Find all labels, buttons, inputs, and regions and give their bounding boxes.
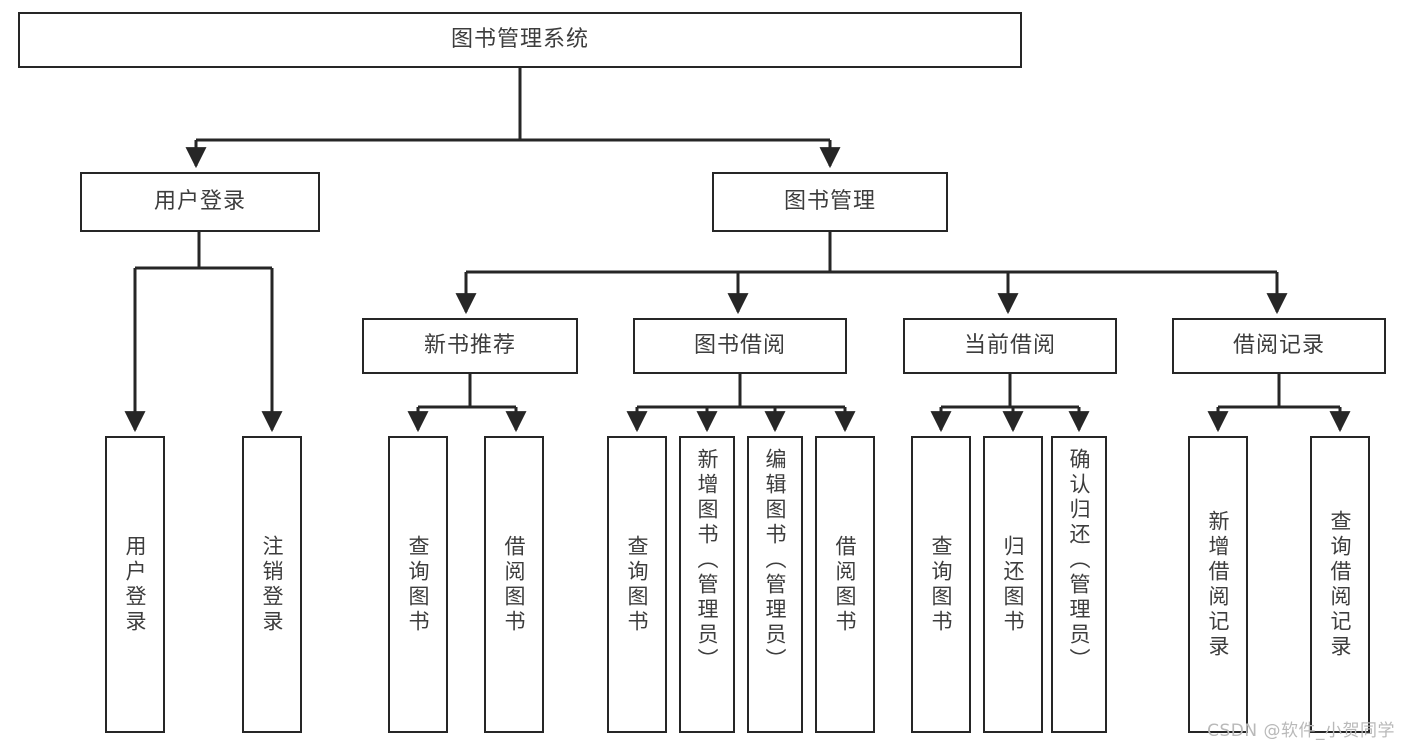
node-root-label: 图书管理系统 [450, 27, 589, 53]
node-leaf-add-book[interactable]: 新增图书（管理员） [679, 436, 735, 733]
node-leaf-confirm-return[interactable]: 确认归还（管理员） [1051, 436, 1107, 733]
node-leaf-user-login[interactable]: 用户登录 [105, 436, 165, 733]
node-current-borrow-label: 当前借阅 [963, 333, 1056, 359]
node-leaf-query-book-3[interactable]: 查询图书 [911, 436, 971, 733]
node-leaf-return-book[interactable]: 归还图书 [983, 436, 1043, 733]
node-book-manage-label: 图书管理 [783, 189, 876, 215]
node-leaf-query-book-1[interactable]: 查询图书 [388, 436, 448, 733]
node-leaf-query-book-1-label: 查询图书 [406, 534, 431, 635]
node-leaf-query-book-2-label: 查询图书 [625, 534, 650, 635]
node-leaf-query-book-2[interactable]: 查询图书 [607, 436, 667, 733]
node-leaf-add-book-label: 新增图书（管理员） [695, 448, 720, 673]
node-leaf-user-login-label: 用户登录 [123, 534, 148, 635]
node-book-borrow[interactable]: 图书借阅 [633, 318, 847, 374]
node-user-login-label: 用户登录 [153, 189, 246, 215]
node-leaf-borrow-book-2[interactable]: 借阅图书 [815, 436, 875, 733]
node-root[interactable]: 图书管理系统 [18, 12, 1022, 68]
node-new-book-rec[interactable]: 新书推荐 [362, 318, 578, 374]
node-leaf-logout[interactable]: 注销登录 [242, 436, 302, 733]
node-user-login[interactable]: 用户登录 [80, 172, 320, 232]
node-leaf-return-book-label: 归还图书 [1001, 534, 1026, 635]
node-borrow-record[interactable]: 借阅记录 [1172, 318, 1386, 374]
node-leaf-confirm-return-label: 确认归还（管理员） [1067, 448, 1092, 673]
node-leaf-borrow-book-2-label: 借阅图书 [833, 534, 858, 635]
node-current-borrow[interactable]: 当前借阅 [903, 318, 1117, 374]
node-leaf-query-record[interactable]: 查询借阅记录 [1310, 436, 1370, 733]
node-leaf-add-record[interactable]: 新增借阅记录 [1188, 436, 1248, 733]
node-leaf-logout-label: 注销登录 [260, 534, 285, 635]
node-leaf-edit-book-label: 编辑图书（管理员） [763, 448, 788, 673]
node-book-borrow-label: 图书借阅 [693, 333, 786, 359]
node-leaf-edit-book[interactable]: 编辑图书（管理员） [747, 436, 803, 733]
watermark-text: CSDN @软件_小贺同学 [1207, 721, 1395, 741]
node-leaf-query-book-3-label: 查询图书 [929, 534, 954, 635]
node-borrow-record-label: 借阅记录 [1232, 333, 1325, 359]
node-new-book-rec-label: 新书推荐 [423, 333, 516, 359]
node-book-manage[interactable]: 图书管理 [712, 172, 948, 232]
node-leaf-add-record-label: 新增借阅记录 [1206, 509, 1231, 660]
node-leaf-borrow-book-1-label: 借阅图书 [502, 534, 527, 635]
node-leaf-borrow-book-1[interactable]: 借阅图书 [484, 436, 544, 733]
node-leaf-query-record-label: 查询借阅记录 [1328, 509, 1353, 660]
